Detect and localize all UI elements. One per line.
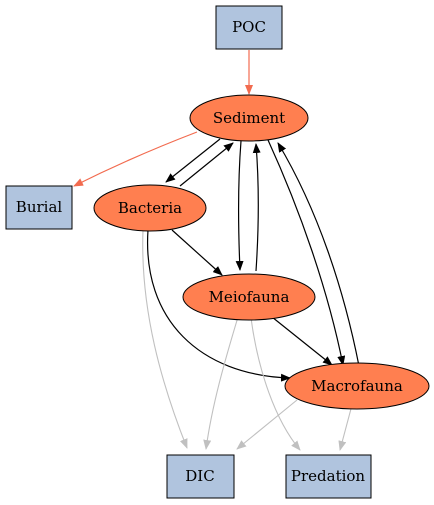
- node-burial: Burial: [5, 185, 73, 230]
- edge-sediment-to-burial: [73, 131, 198, 187]
- edge-sediment-to-bacteria: [165, 138, 221, 183]
- node-dic-label: DIC: [185, 467, 214, 485]
- node-sediment: Sediment: [189, 94, 309, 142]
- node-sediment-label: Sediment: [213, 109, 285, 127]
- edge-bacteria-to-sediment: [179, 142, 234, 187]
- edges: [73, 50, 360, 451]
- node-poc-label: POC: [232, 18, 266, 36]
- edge-bacteria-to-meiofauna: [171, 229, 223, 276]
- node-predation-label: Predation: [291, 467, 366, 485]
- node-bacteria: Bacteria: [93, 184, 207, 232]
- node-macrofauna-label: Macrofauna: [311, 377, 403, 395]
- edge-meiofauna-to-dic: [203, 316, 239, 450]
- node-bacteria-label: Bacteria: [118, 199, 182, 217]
- edge-sediment-to-macrofauna: [267, 139, 346, 366]
- edge-macrofauna-to-sediment: [277, 142, 360, 367]
- edge-bacteria-to-dic: [142, 229, 188, 449]
- edge-meiofauna-to-macrofauna: [271, 316, 333, 366]
- edge-macrofauna-to-predation: [338, 404, 353, 451]
- node-macrofauna: Macrofauna: [284, 362, 430, 410]
- edge-macrofauna-to-dic: [236, 399, 298, 450]
- nodes: POC Sediment Burial Bacteria Meiofauna M…: [5, 5, 430, 499]
- edge-meiofauna-to-sediment: [252, 143, 261, 272]
- node-burial-label: Burial: [16, 198, 63, 216]
- node-poc: POC: [215, 5, 283, 50]
- node-dic: DIC: [166, 454, 235, 499]
- edge-sediment-to-meiofauna: [235, 140, 244, 271]
- node-meiofauna: Meiofauna: [182, 273, 316, 321]
- edge-meiofauna-to-predation: [250, 317, 301, 451]
- node-meiofauna-label: Meiofauna: [209, 288, 290, 306]
- edge-bacteria-to-macrofauna: [146, 229, 291, 382]
- node-predation: Predation: [285, 454, 372, 499]
